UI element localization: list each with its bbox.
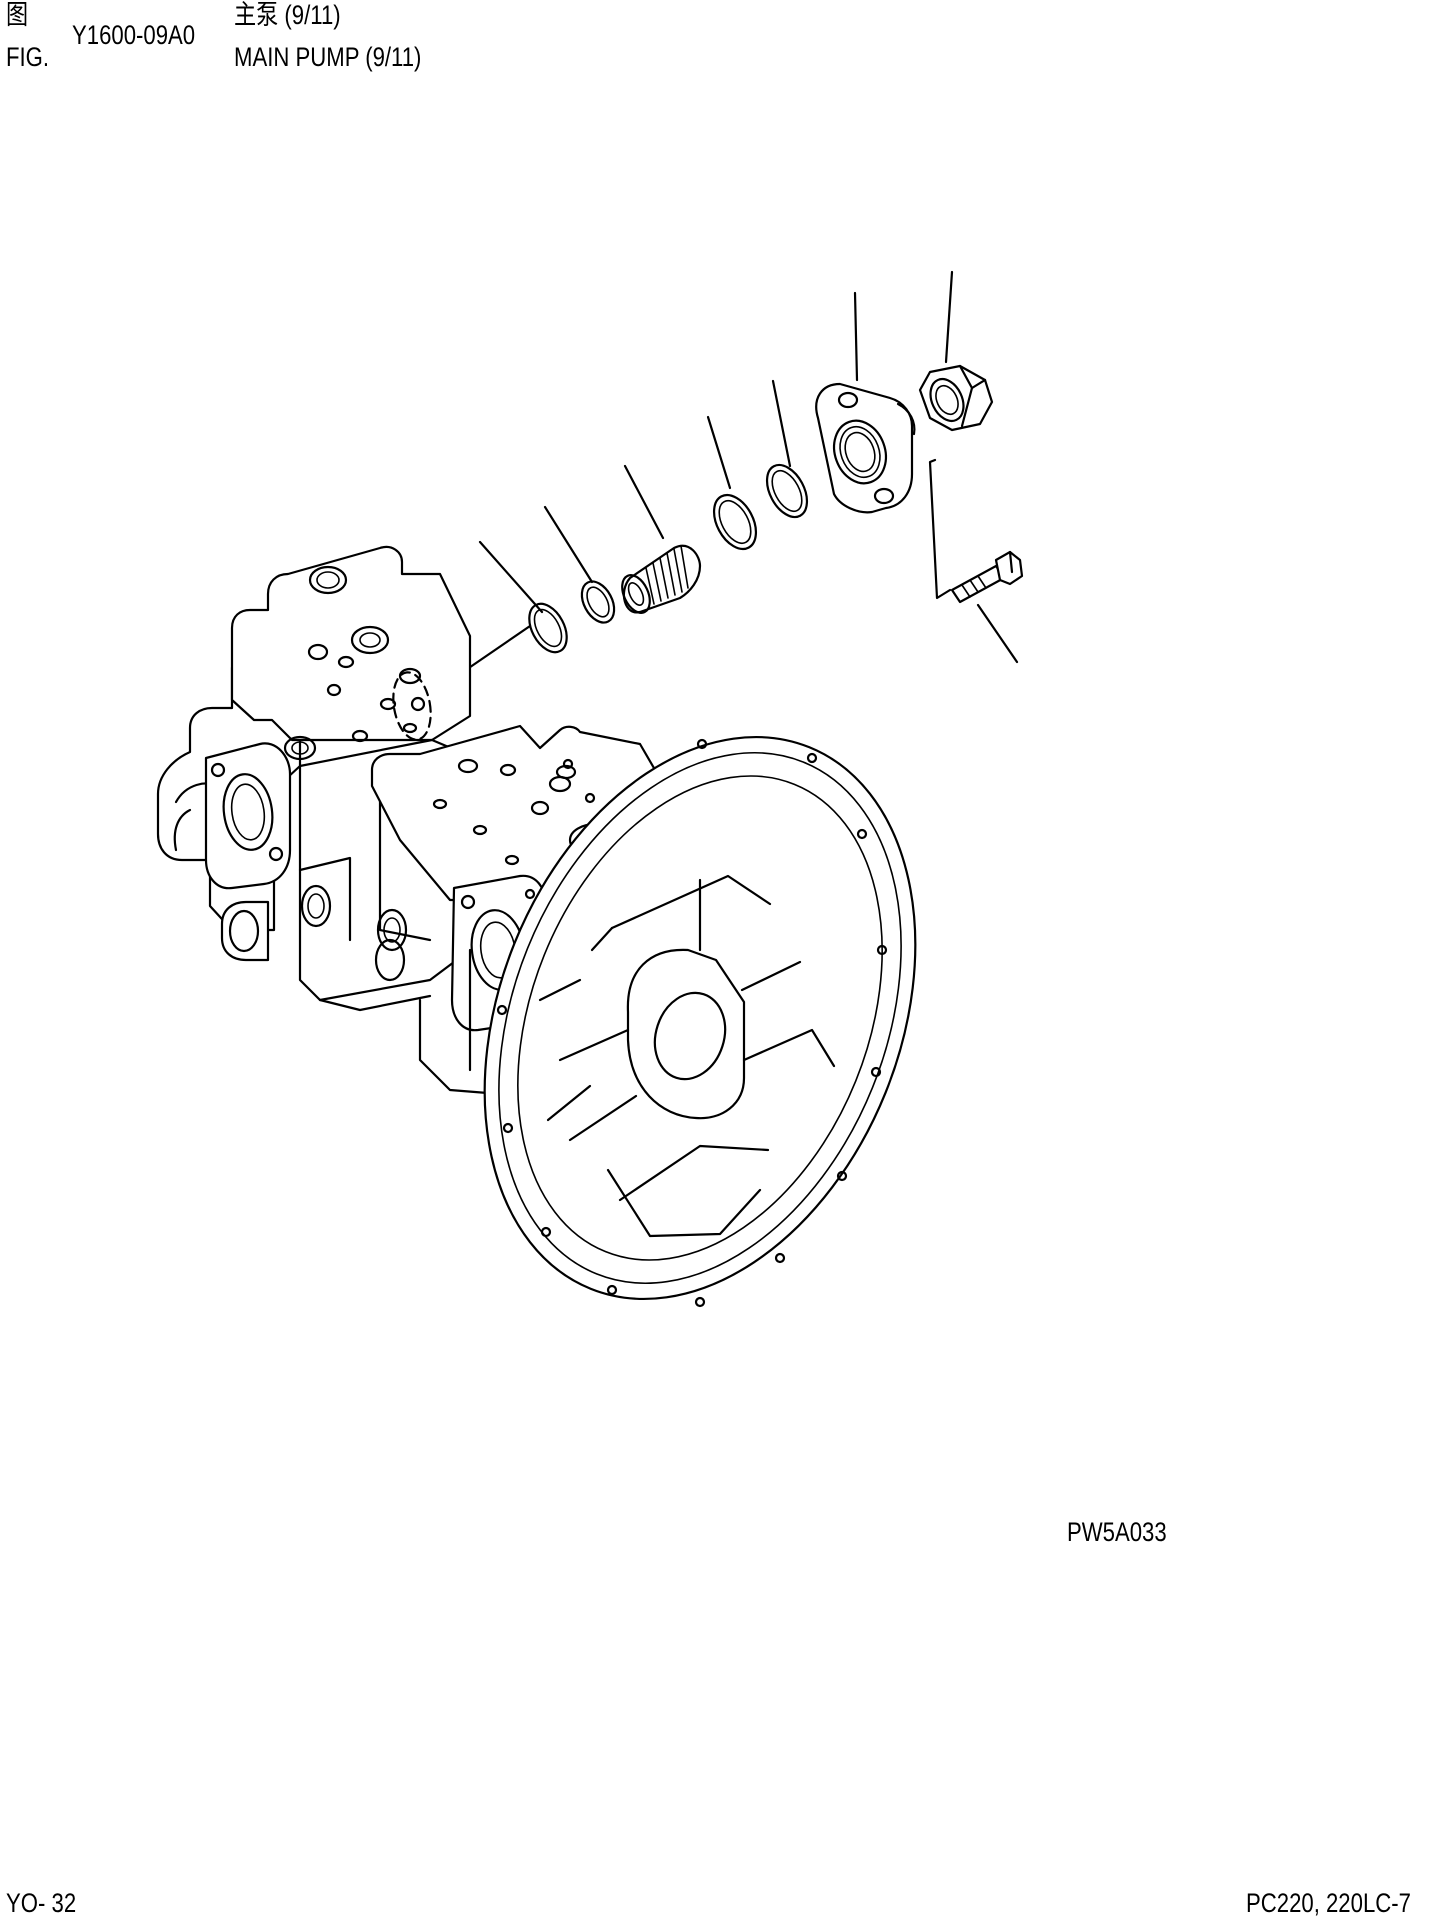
bolt-assembly-line	[928, 458, 952, 600]
fig-label-en: FIG.	[6, 42, 50, 72]
o-ring-4	[765, 463, 809, 519]
o-ring-2	[580, 580, 616, 624]
bolt	[950, 550, 1024, 604]
drawing-code: PW5A033	[1067, 1517, 1167, 1547]
bell-housing	[483, 735, 917, 1308]
hex-nut	[918, 364, 994, 432]
machine-model: PC220, 220LC-7	[1246, 1888, 1411, 1918]
flange	[815, 382, 916, 514]
main-pump-body	[156, 545, 678, 1096]
title-en: MAIN PUMP (9/11)	[234, 42, 422, 72]
threaded-sleeve	[621, 544, 702, 614]
o-ring-3	[712, 493, 758, 551]
title-cn: 主泵 (9/11)	[234, 0, 341, 30]
fig-number: Y1600-09A0	[72, 20, 196, 50]
o-ring-1	[528, 602, 568, 654]
page-number: YO- 32	[6, 1888, 77, 1918]
callout-leaders	[478, 270, 1019, 664]
fig-label-cn: 图	[6, 0, 29, 30]
